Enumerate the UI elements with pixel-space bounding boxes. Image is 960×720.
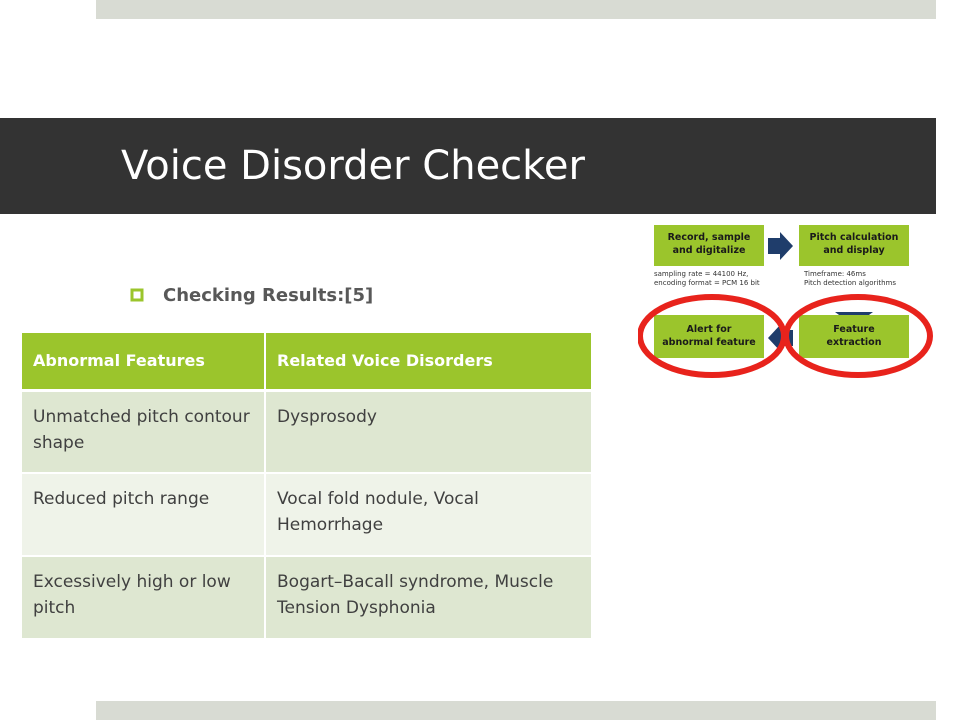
sampling-note-line-2: encoding format = PCM 16 bit: [654, 279, 760, 287]
record-box-line-2: and digitalize: [673, 245, 746, 256]
alert-box-line-1: Alert for: [687, 324, 732, 335]
top-decor-bar: [96, 0, 936, 19]
arrow-right-icon: [768, 232, 793, 260]
sampling-note-line-1: sampling rate = 44100 Hz,: [654, 270, 748, 278]
results-table: Abnormal Features Related Voice Disorder…: [22, 333, 591, 640]
header-abnormal-features: Abnormal Features: [22, 333, 266, 392]
title-band: [0, 118, 936, 214]
right-highlight-ring: [783, 294, 933, 378]
pitch-note-line-1: Timeframe: 46ms: [803, 270, 866, 278]
bottom-decor-bar: [96, 701, 936, 720]
feature-box-line-1: Feature: [833, 324, 874, 335]
bullet-text: Checking Results:[5]: [163, 284, 374, 306]
feature-box: Feature extraction: [799, 315, 909, 358]
table-cell: Excessively high or low pitch: [22, 556, 266, 640]
slide-title: Voice Disorder Checker: [121, 143, 585, 189]
record-box-line-1: Record, sample: [668, 232, 751, 243]
alert-box-line-2: abnormal feature: [662, 337, 755, 348]
table-row: Unmatched pitch contour shape Dysprosody: [22, 390, 591, 474]
record-box: Record, sample and digitalize: [654, 225, 764, 266]
bullet-item: Checking Results:[5]: [130, 281, 373, 309]
process-flow-diagram: Record, sample and digitalize Pitch calc…: [637, 222, 938, 382]
pitch-box-line-2: and display: [823, 245, 885, 256]
header-related-disorders: Related Voice Disorders: [265, 333, 591, 392]
pitch-box: Pitch calculation and display: [799, 225, 909, 266]
table-row: Reduced pitch range Vocal fold nodule, V…: [22, 473, 591, 557]
table-row: Excessively high or low pitch Bogart–Bac…: [22, 556, 591, 640]
pitch-box-line-1: Pitch calculation: [810, 232, 899, 243]
table-cell: Unmatched pitch contour shape: [22, 390, 266, 474]
alert-box: Alert for abnormal feature: [654, 315, 764, 358]
table-cell: Bogart–Bacall syndrome, Muscle Tension D…: [265, 556, 591, 640]
table-cell: Vocal fold nodule, Vocal Hemorrhage: [265, 473, 591, 557]
pitch-note-line-2: Pitch detection algorithms: [804, 279, 896, 287]
table-cell: Reduced pitch range: [22, 473, 266, 557]
table-cell: Dysprosody: [265, 390, 591, 474]
square-bullet-icon: [130, 281, 152, 309]
table-header-row: Abnormal Features Related Voice Disorder…: [22, 333, 591, 392]
feature-box-line-2: extraction: [827, 337, 882, 348]
